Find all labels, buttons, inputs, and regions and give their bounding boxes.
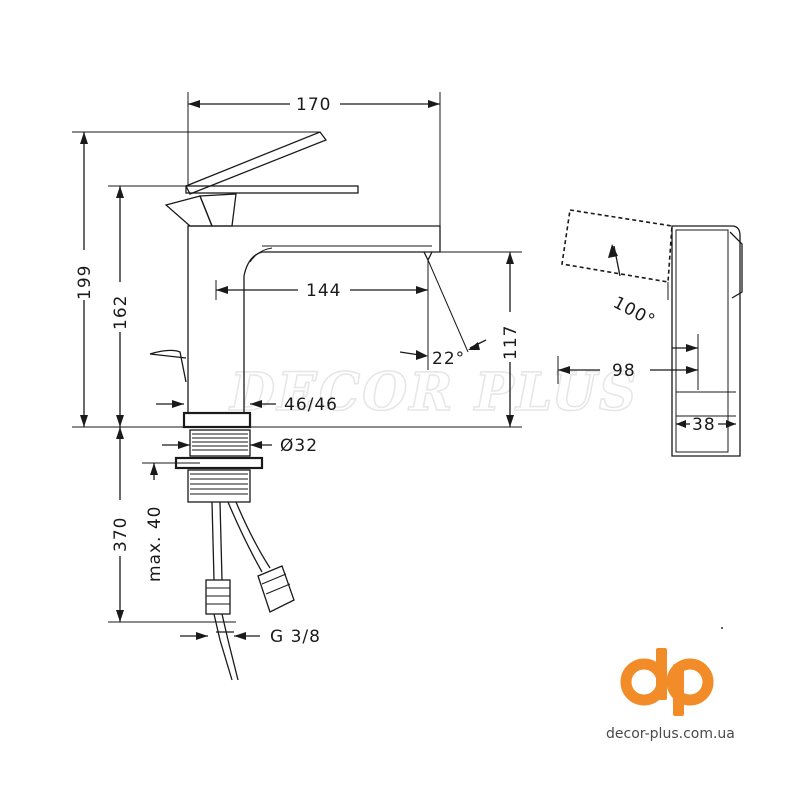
dim-max-40: max. 40 [145,506,165,582]
dim-370: 370 [111,517,131,552]
dim-diameter-32: Ø32 [280,436,318,456]
dim-144: 144 [306,281,341,301]
decor-plus-logo: decor-plus.com.ua [606,648,735,742]
dim-46-46: 46/46 [284,395,338,415]
dim-98: 98 [612,361,636,381]
logo-url: decor-plus.com.ua [606,726,735,742]
dimension-lines [72,92,522,640]
dim-117: 117 [501,325,521,360]
mounting-assembly [174,429,295,681]
dim-170: 170 [296,95,331,115]
dim-162: 162 [111,295,131,330]
dim-38: 38 [692,415,716,435]
dim-199: 199 [75,265,95,300]
dim-22-deg: 22° [432,349,465,369]
dim-g-3-8: G 3/8 [270,627,321,647]
dim-100-deg: 100° [610,293,659,332]
faucet-side-view [557,209,743,457]
